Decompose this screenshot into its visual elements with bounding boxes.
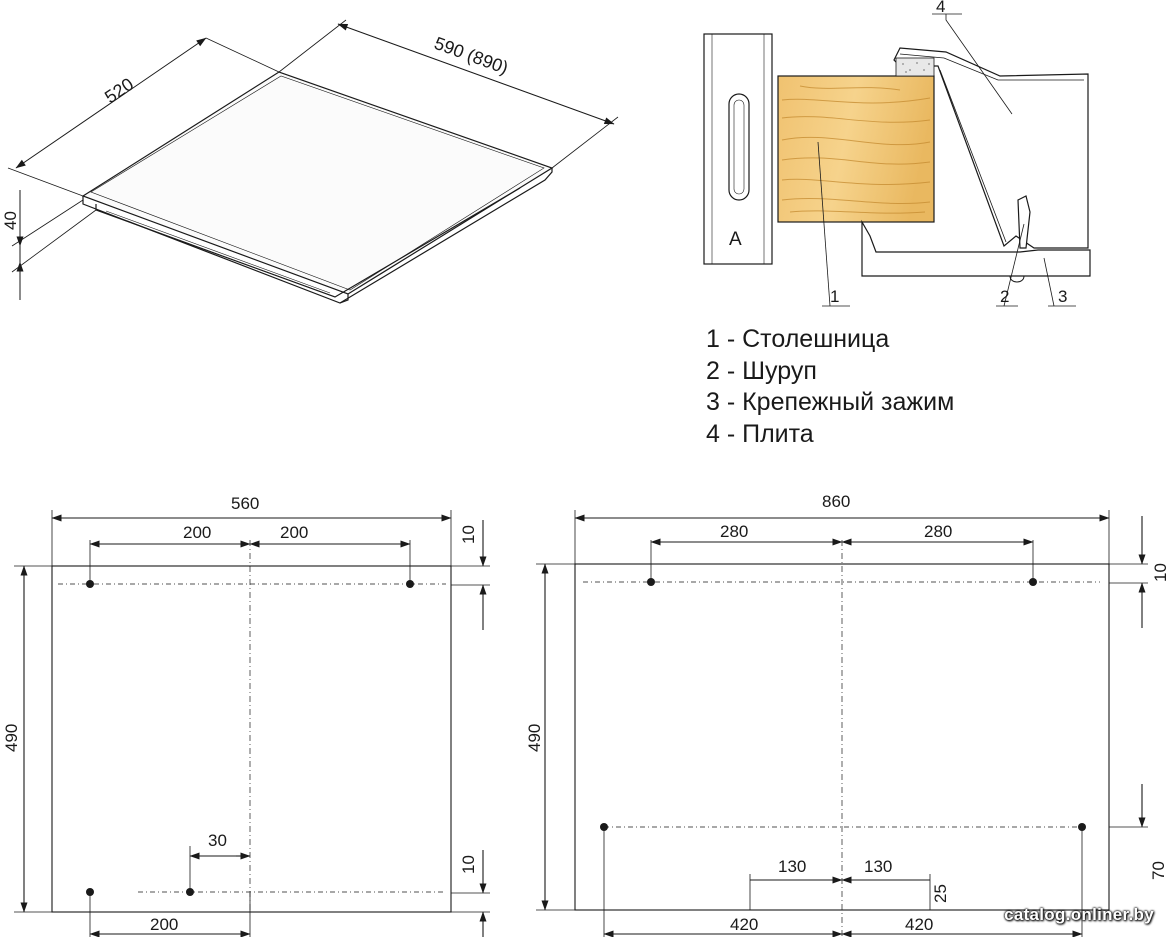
callout-1: 1: [830, 287, 839, 306]
cutout-outline-left: [51, 565, 452, 913]
dim-label-130-right: 130: [864, 857, 892, 876]
hob-body: [95, 187, 521, 298]
dim-label-490-left: 490: [2, 724, 21, 752]
dim-label-depth: 520: [101, 74, 137, 107]
dim-label-490-right: 490: [525, 724, 544, 752]
dim-label-height: 40: [1, 211, 20, 230]
dim-label-30: 30: [208, 831, 227, 850]
dim-label-10-top-right: 10: [1151, 563, 1168, 582]
legend-item-2: 2 - Шуруп: [706, 356, 817, 385]
hob-top-surface: [81, 71, 554, 295]
dim-label-width: 590 (890): [432, 33, 511, 78]
dim-label-420-right: 420: [905, 915, 933, 934]
cutout-plan-right: [536, 510, 1148, 937]
bracket-letter: A: [729, 229, 742, 250]
isometric-hob-view: [7, 19, 619, 304]
dim-line-width: [337, 23, 615, 125]
dim-line-depth: [15, 37, 207, 169]
dim-label-200-left: 200: [183, 523, 211, 542]
watermark: catalog.onliner.by: [1004, 905, 1154, 924]
fixing-clamp: [861, 219, 1091, 277]
dim-label-130-left: 130: [778, 857, 806, 876]
dim-label-10-top-left: 10: [459, 525, 478, 544]
dim-label-70: 70: [1149, 861, 1168, 880]
dim-label-200-bottom: 200: [150, 915, 178, 934]
worktop-wood: [777, 75, 935, 223]
wood-grain: [781, 85, 931, 214]
dim-label-25: 25: [931, 884, 950, 903]
gasket: [895, 57, 935, 77]
bracket-slot: [728, 93, 750, 201]
dim-label-420-left: 420: [730, 915, 758, 934]
dim-label-860: 860: [822, 492, 850, 511]
legend-item-4: 4 - Плита: [706, 419, 814, 448]
cutout-plan-left: [14, 510, 490, 937]
section-view: [703, 13, 1091, 307]
mounting-holes-right: [600, 578, 1086, 831]
callout-2: 2: [1000, 287, 1009, 306]
mounting-holes-left: [86, 580, 414, 896]
dim-label-200-right: 200: [280, 523, 308, 542]
dim-label-280-right: 280: [924, 522, 952, 541]
dim-label-280-left: 280: [720, 522, 748, 541]
dim-label-10-bottom-left: 10: [459, 855, 478, 874]
dim-label-560: 560: [231, 494, 259, 513]
callout-4: 4: [936, 0, 945, 16]
legend: 1 - Столешница 2 - Шуруп 3 - Крепежный з…: [706, 324, 954, 450]
legend-item-3: 3 - Крепежный зажим: [706, 388, 955, 416]
callout-3: 3: [1058, 287, 1067, 306]
legend-item-1: 1 - Столешница: [706, 325, 890, 353]
